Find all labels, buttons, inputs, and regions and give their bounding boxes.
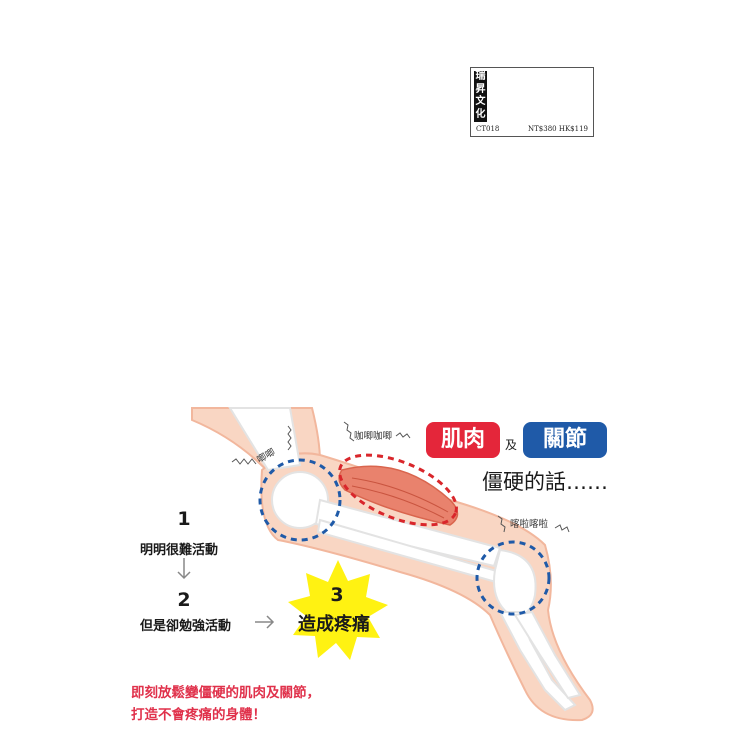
step-3-number: 3 — [330, 584, 344, 606]
step-2-label: 但是卻勉強活動 — [140, 619, 232, 634]
publisher-logo-char: 瑞 — [475, 71, 486, 82]
product-code: CT018 — [476, 125, 500, 133]
pain-burst — [288, 560, 388, 660]
step-2-number: 2 — [177, 589, 191, 611]
calf-muscle — [338, 465, 459, 526]
publisher-logo: 瑞 昇 文 化 — [474, 71, 487, 122]
publisher-logo-char: 昇 — [475, 83, 486, 95]
heading-subtitle: 僵硬的話…… — [482, 470, 608, 494]
joint-badge: 關節 — [523, 422, 607, 458]
knee-joint-circle — [258, 458, 342, 542]
step-1-label: 明明很難活動 — [140, 543, 219, 558]
step-arrows — [177, 558, 275, 629]
publisher-price-box: 瑞 昇 文 化 CT018 NT$380 HK$119 — [470, 67, 594, 137]
muscle-badge: 肌肉 — [426, 422, 500, 458]
step-3-label: 造成疼痛 — [298, 614, 370, 635]
step-1-number: 1 — [177, 508, 191, 530]
publisher-logo-char: 化 — [475, 108, 486, 120]
leg-bones — [228, 407, 582, 712]
heading-joiner: 及 — [505, 438, 518, 452]
footer-line-2: 打造不會疼痛的身體！ — [131, 707, 266, 723]
publisher-logo-char: 文 — [475, 96, 486, 107]
footer-line-1: 即刻放鬆變僵硬的肌肉及關節， — [131, 685, 320, 701]
sound-squiggles — [231, 421, 570, 533]
muscle-sound: 咖唧咖唧 — [354, 431, 393, 442]
price-label: NT$380 HK$119 — [528, 125, 588, 133]
ankle-joint-circle — [475, 540, 551, 616]
ankle-sound: 喀啦喀啦 — [510, 519, 549, 530]
